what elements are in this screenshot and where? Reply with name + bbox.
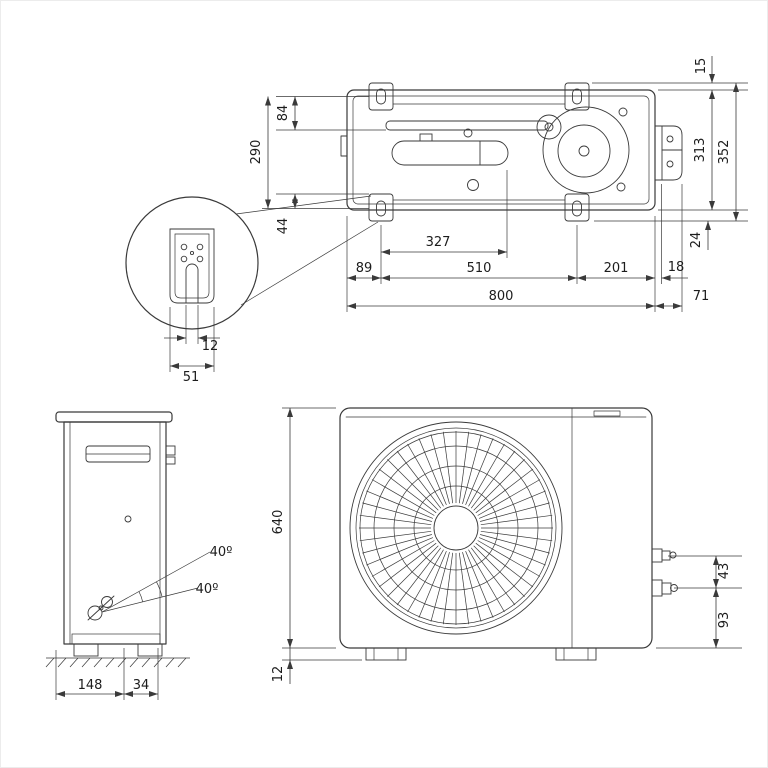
angle-label-40-lower: 40º xyxy=(196,582,219,597)
pipe-cover-protrusion xyxy=(654,125,683,181)
dim-label-24: 24 xyxy=(689,232,704,249)
detail-leader-line-top xyxy=(235,195,372,215)
dim-label-12-detail: 12 xyxy=(202,339,219,354)
dim-label-84: 84 xyxy=(276,105,291,122)
detail-bubble-circle xyxy=(125,196,259,330)
top-view xyxy=(340,82,683,222)
dim-label-12-front: 12 xyxy=(271,666,286,683)
side-view-body xyxy=(55,411,173,645)
side-view-screw-hole xyxy=(124,515,132,523)
top-view-center-slot xyxy=(385,120,549,166)
mounting-bracket-bottom-right xyxy=(564,193,590,222)
side-view-angle-lines xyxy=(101,551,211,613)
dim-label-640: 640 xyxy=(271,510,286,535)
top-view-dimensions: 84 290 44 15 313 352 24 327 89 510 201 1… xyxy=(249,56,739,309)
dim-label-34: 34 xyxy=(133,678,150,693)
dim-label-51: 51 xyxy=(183,370,200,385)
ground-hatch xyxy=(45,657,190,668)
side-view-valve-assembly xyxy=(87,595,115,621)
top-view-rails xyxy=(393,103,565,201)
detail-bracket xyxy=(169,228,215,304)
side-view-handle-vent xyxy=(85,445,151,463)
fan-grille-rings xyxy=(359,431,553,625)
detail-leader-line-bottom xyxy=(240,221,379,306)
side-view: 40º 40º 148 34 xyxy=(45,411,233,700)
dim-label-18: 18 xyxy=(668,260,685,275)
mounting-bracket-top-left xyxy=(368,82,394,111)
fan-grille-rim xyxy=(355,427,557,629)
angle-label-40-upper: 40º xyxy=(210,545,233,560)
dim-label-510: 510 xyxy=(467,261,492,276)
fan-hub xyxy=(433,505,479,551)
top-view-fan-scroll xyxy=(536,106,630,194)
front-view-extension-lines xyxy=(282,407,742,661)
dim-label-313: 313 xyxy=(693,138,708,163)
dim-label-201: 201 xyxy=(604,261,629,276)
fan-recess-ring xyxy=(349,421,563,635)
service-valves xyxy=(651,548,678,597)
front-view-dimensions: 640 12 43 93 xyxy=(271,408,732,684)
top-view-bolt-holes xyxy=(463,128,479,191)
dim-label-93: 93 xyxy=(717,612,732,629)
fan-grille xyxy=(359,431,553,625)
dim-label-800: 800 xyxy=(489,289,514,304)
side-view-wall-bracket xyxy=(165,445,176,465)
front-view-feet xyxy=(365,647,597,661)
top-view-base-pan xyxy=(340,89,656,211)
dim-label-327: 327 xyxy=(426,235,451,250)
detail-view: 12 51 xyxy=(125,195,379,385)
front-view: 640 12 43 93 xyxy=(271,407,742,684)
front-view-body xyxy=(339,407,653,649)
dim-label-290: 290 xyxy=(249,140,264,165)
detail-dimensions: 12 51 xyxy=(164,335,220,385)
dim-label-148: 148 xyxy=(78,678,103,693)
dim-label-44: 44 xyxy=(276,218,291,235)
dim-label-352: 352 xyxy=(717,140,732,165)
mounting-bracket-bottom-left xyxy=(368,193,394,222)
dim-label-89: 89 xyxy=(356,261,373,276)
dim-label-71: 71 xyxy=(693,289,710,304)
side-view-base-and-feet xyxy=(71,633,163,657)
mounting-bracket-top-right xyxy=(564,82,590,111)
side-view-dimensions: 40º 40º 148 34 xyxy=(56,545,233,697)
dim-label-43: 43 xyxy=(717,563,732,580)
dim-label-15: 15 xyxy=(694,58,709,75)
